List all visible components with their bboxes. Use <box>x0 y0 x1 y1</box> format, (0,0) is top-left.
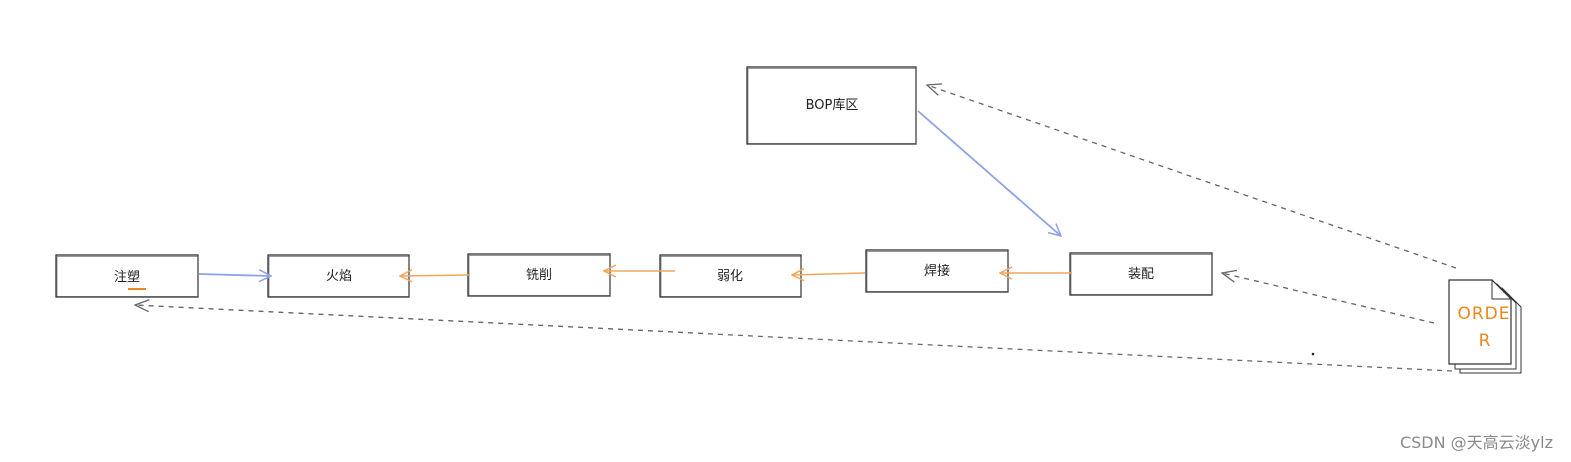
node-huoyan[interactable]: 火焰 <box>267 254 410 298</box>
arrow-bop-to-zhuangpei[interactable] <box>917 110 1061 236</box>
order-label-line1: ORDE <box>1457 304 1510 324</box>
node-zhuangpei[interactable]: 装配 <box>1069 252 1213 296</box>
node-bop-warehouse[interactable]: BOP库区 <box>746 66 917 145</box>
node-zhusu[interactable]: 注塑 <box>55 254 199 298</box>
order-label-line2: R <box>1479 331 1492 351</box>
arrow-xixiao-to-huoyan[interactable] <box>400 275 471 276</box>
node-ruohua-label: 弱化 <box>717 269 743 284</box>
stray-dot <box>1311 352 1315 356</box>
node-xixiao-label: 铣削 <box>526 268 552 283</box>
node-zhusu-label: 注塑 <box>114 270 140 285</box>
dashed-arrow-order-to-bop[interactable] <box>927 85 1457 269</box>
node-hanjie[interactable]: 焊接 <box>865 249 1009 293</box>
node-ruohua[interactable]: 弱化 <box>659 254 802 298</box>
arrow-hanjie-to-ruohua[interactable] <box>792 273 866 275</box>
node-huoyan-label: 火焰 <box>326 269 352 284</box>
node-bop-label: BOP库区 <box>806 97 859 113</box>
dashed-arrow-order-to-zhuangpei[interactable] <box>1222 273 1435 324</box>
dashed-arrow-order-to-zhusu[interactable] <box>135 305 1453 372</box>
node-hanjie-label: 焊接 <box>924 263 950 279</box>
node-order-documents[interactable]: ORDE R <box>1448 279 1522 374</box>
arrow-zhusu-to-huoyan[interactable] <box>198 274 271 276</box>
watermark-text: CSDN @天高云淡ylz <box>1399 433 1553 452</box>
node-xixiao[interactable]: 铣削 <box>467 253 611 297</box>
node-zhuangpei-label: 装配 <box>1128 267 1154 282</box>
